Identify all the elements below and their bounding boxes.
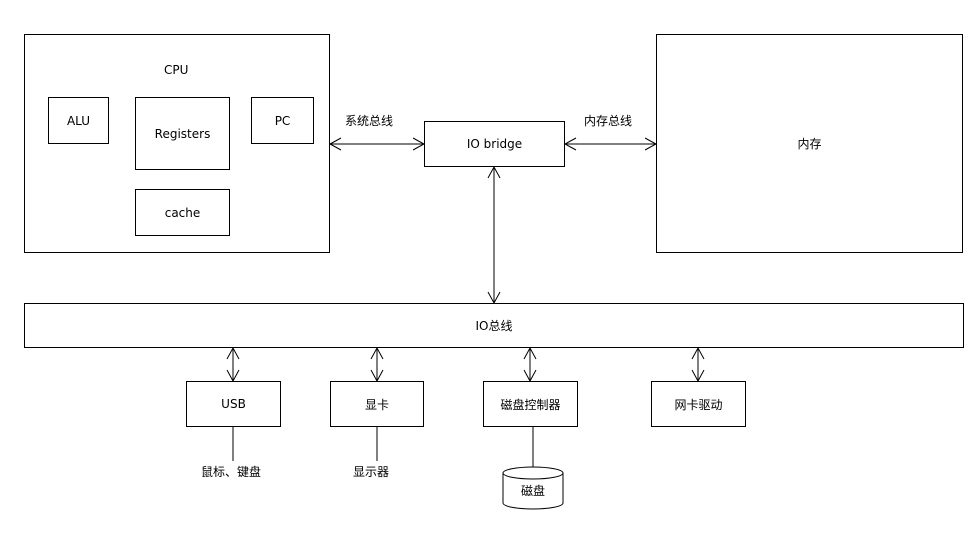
graphics-card-label: 显卡 <box>364 397 389 412</box>
disk-controller-label: 磁盘控制器 <box>500 397 561 412</box>
nic-arrow-down <box>691 369 705 383</box>
io-bus-box: IO总线 <box>24 303 964 348</box>
io-bridge-box: IO bridge <box>424 121 565 167</box>
nic-driver-box: 网卡驱动 <box>651 381 746 427</box>
cpu-block: CPU ALU Registers PC cache <box>24 34 330 253</box>
pc-box: PC <box>251 97 314 144</box>
usb-arrow-up <box>226 346 240 360</box>
alu-box: ALU <box>48 97 109 144</box>
graphics-arrow-down <box>370 369 384 383</box>
cache-box: cache <box>135 189 230 236</box>
memory-bus-label: 内存总线 <box>584 114 633 128</box>
registers-label: Registers <box>154 126 211 141</box>
usb-arrow-down <box>226 369 240 383</box>
io-bridge-label: IO bridge <box>466 137 523 151</box>
disk-cylinder-top <box>502 466 564 480</box>
monitor-label: 显示器 <box>353 465 390 479</box>
usb-box: USB <box>186 381 281 427</box>
nic-driver-label: 网卡驱动 <box>674 397 723 412</box>
registers-box: Registers <box>135 97 230 170</box>
graphics-card-box: 显卡 <box>330 381 424 427</box>
cache-label: cache <box>164 205 201 220</box>
disk-controller-arrow-down <box>523 369 537 383</box>
memory-bus-arrow-left <box>563 137 577 151</box>
memory-label: 内存 <box>797 137 822 151</box>
disk-label: 磁盘 <box>521 484 546 498</box>
cpu-title: CPU <box>164 63 189 77</box>
system-bus-label: 系统总线 <box>345 114 394 128</box>
nic-arrow-up <box>691 346 705 360</box>
memory-bus-arrow-right <box>644 137 658 151</box>
bridge-iobus-arrow-up <box>487 165 501 179</box>
io-bus-label: IO总线 <box>475 319 513 333</box>
disk-controller-arrow-up <box>523 346 537 360</box>
graphics-arrow-up <box>370 346 384 360</box>
bridge-iobus-arrow-down <box>487 291 501 305</box>
system-bus-arrow-left <box>328 137 342 151</box>
mouse-keyboard-label: 鼠标、键盘 <box>201 465 262 479</box>
memory-box: 内存 <box>656 34 963 253</box>
disk-controller-box: 磁盘控制器 <box>483 381 578 427</box>
alu-label: ALU <box>66 113 91 128</box>
pc-label: PC <box>274 113 291 128</box>
system-bus-arrow-right <box>412 137 426 151</box>
usb-label: USB <box>221 397 246 411</box>
